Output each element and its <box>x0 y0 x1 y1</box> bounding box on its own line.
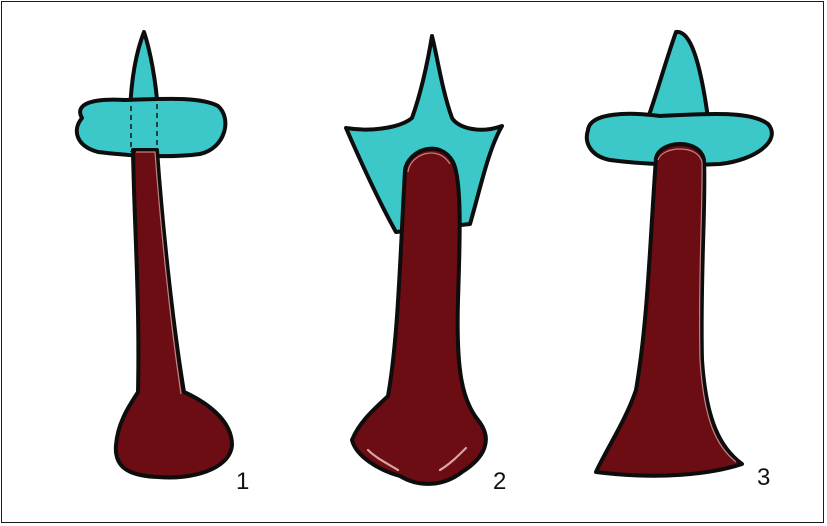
figure-label-2: 2 <box>493 470 506 494</box>
figure-2 <box>346 36 502 484</box>
figure-3-shaft <box>596 144 742 476</box>
figure-1-flange <box>77 99 226 156</box>
figure-label-3: 3 <box>757 466 770 490</box>
figure-3 <box>587 32 772 476</box>
figure-3-spike <box>648 32 708 118</box>
figure-1 <box>77 32 232 478</box>
figure-1-shaft <box>116 150 232 478</box>
figure-label-1: 1 <box>236 470 249 494</box>
